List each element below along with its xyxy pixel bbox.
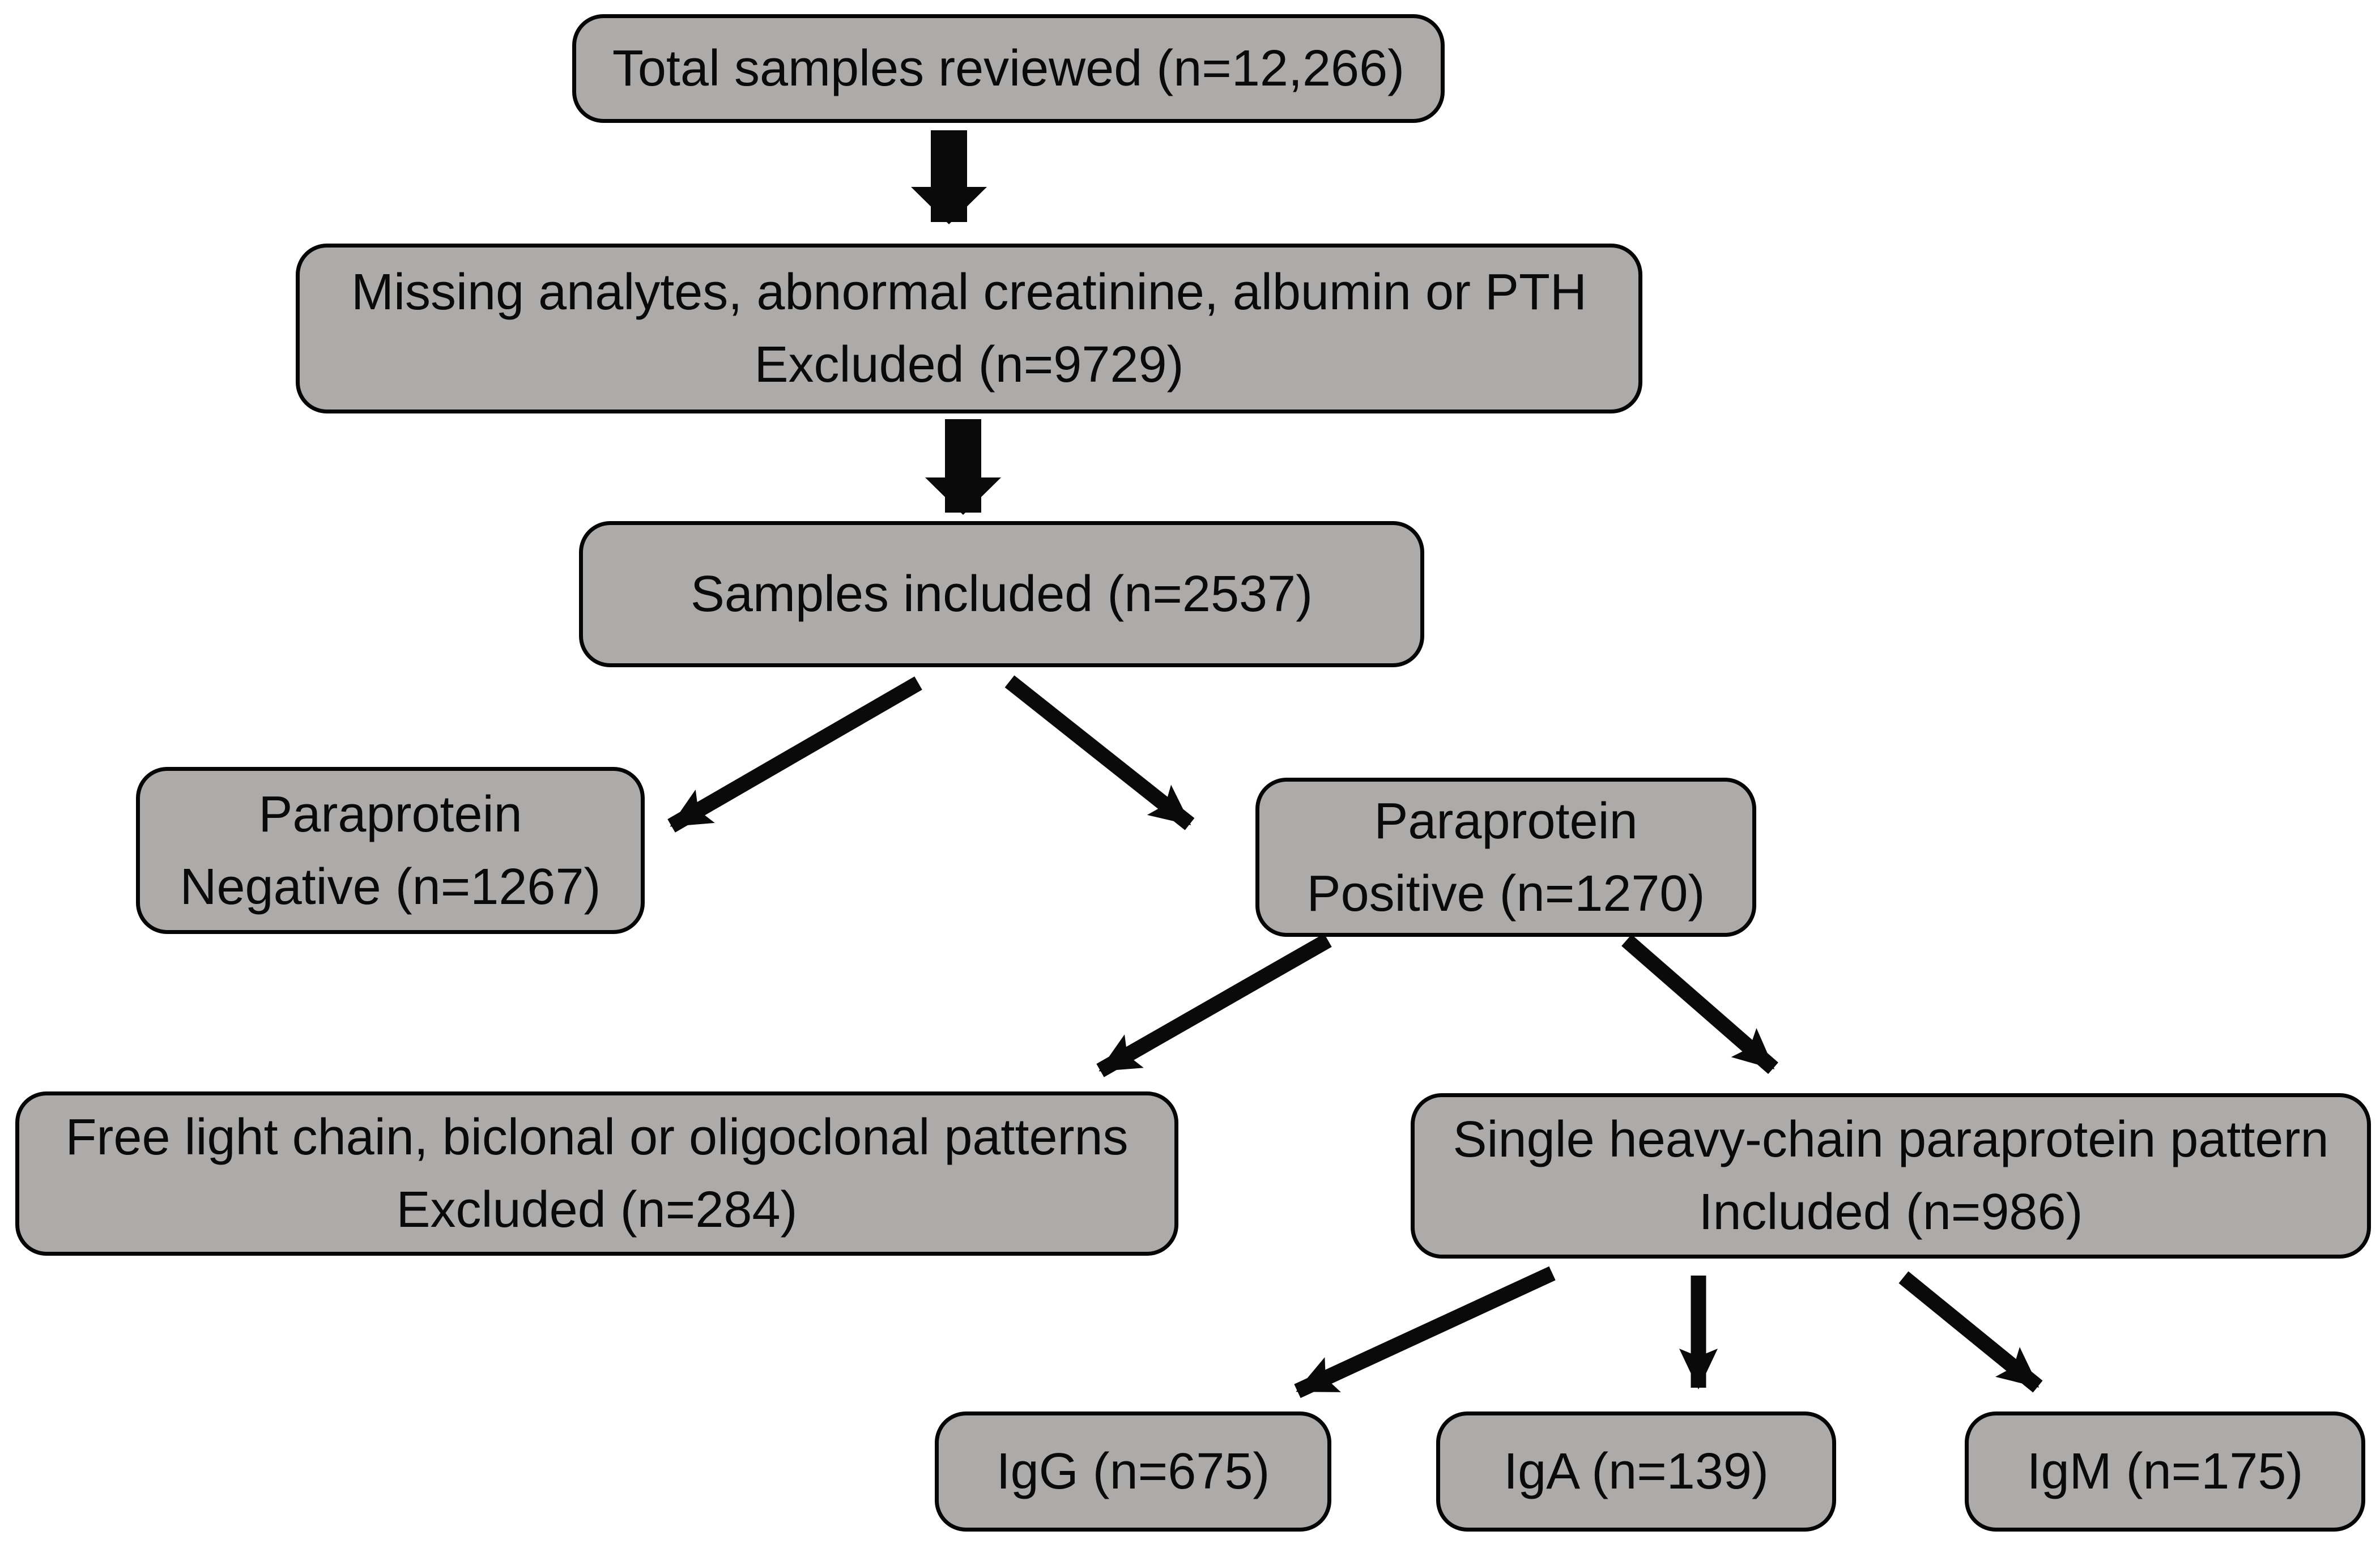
node-label-line: Excluded (n=9729): [754, 336, 1184, 393]
node-label-line: Single heavy-chain paraprotein pattern: [1453, 1111, 2329, 1168]
arrow-positive-to-excluded-patterns: [1096, 933, 1332, 1077]
node-excluded-patterns: Free light chain, biclonal or oligoclona…: [15, 1091, 1178, 1256]
node-label-line: Free light chain, biclonal or oligoclona…: [65, 1109, 1129, 1166]
node-paraprotein-positive: Paraprotein Positive (n=1270): [1255, 778, 1756, 937]
node-paraprotein-negative: Paraprotein Negative (n=1267): [136, 767, 645, 934]
node-label-line: Paraprotein: [258, 786, 522, 843]
node-label-line: Excluded (n=284): [396, 1182, 798, 1238]
node-igm: IgM (n=175): [1965, 1411, 2365, 1532]
node-label-line: Samples included (n=2537): [690, 566, 1313, 622]
node-single-heavy-chain: Single heavy-chain paraprotein pattern I…: [1411, 1093, 2371, 1259]
node-label-line: Positive (n=1270): [1306, 865, 1705, 922]
node-label-line: Total samples reviewed (n=12,266): [612, 40, 1405, 97]
node-iga: IgA (n=139): [1436, 1411, 1836, 1532]
node-label-line: Paraprotein: [1374, 792, 1638, 850]
arrow-positive-to-single-heavy-chain: [1621, 934, 1778, 1074]
node-label-line: IgG (n=675): [996, 1443, 1270, 1500]
node-label-line: IgA (n=139): [1504, 1443, 1769, 1500]
node-excluded-missing-analytes: Missing analytes, abnormal creatinine, a…: [296, 244, 1642, 413]
node-label-line: Missing analytes, abnormal creatinine, a…: [351, 264, 1587, 321]
arrow-included-to-paraprotein-positive: [1004, 675, 1195, 830]
node-label-line: Included (n=986): [1698, 1184, 2083, 1240]
arrow-single-heavy-to-igm: [1898, 1271, 2043, 1393]
node-label-line: IgM (n=175): [2026, 1443, 2304, 1500]
node-igg: IgG (n=675): [935, 1411, 1331, 1532]
arrow-single-heavy-to-igg: [1294, 1266, 1556, 1398]
node-samples-included: Samples included (n=2537): [579, 521, 1424, 667]
node-label-line: Negative (n=1267): [180, 858, 601, 915]
node-total-samples: Total samples reviewed (n=12,266): [572, 14, 1445, 123]
arrow-included-to-paraprotein-negative: [667, 676, 922, 833]
